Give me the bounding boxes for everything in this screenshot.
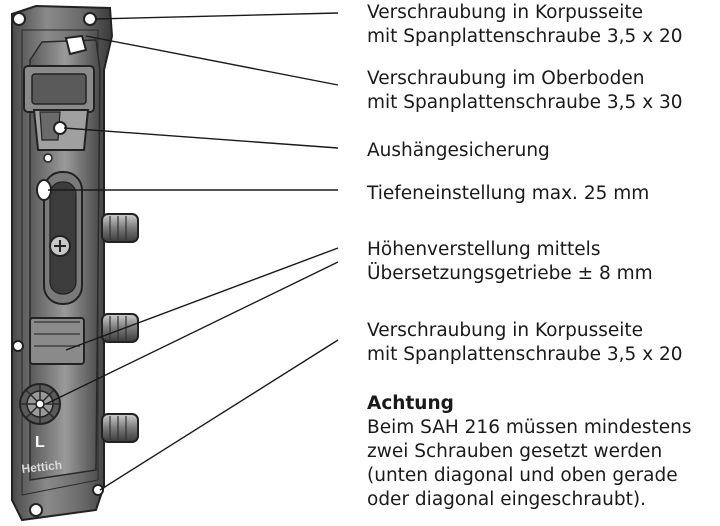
label-unhook-protection: Aushängesicherung xyxy=(367,139,550,163)
upper-peg xyxy=(101,213,139,243)
leader-line-6 xyxy=(99,339,339,491)
label-screw-side-top: Verschraubung in Korpusseite mit Spanpla… xyxy=(367,1,683,49)
note-line: zwei Schrauben gesetzt werden xyxy=(367,441,663,462)
leader-line-5b xyxy=(45,261,339,405)
gear-mechanism xyxy=(12,317,85,425)
bottom-screw-hole xyxy=(92,484,104,496)
note-line: Beim SAH 216 müssen mindestens xyxy=(367,417,692,438)
label-line: mit Spanplattenschraube 3,5 x 20 xyxy=(367,344,683,365)
leader-line-1 xyxy=(95,12,339,20)
warning-note: Achtung Beim SAH 216 müssen mindestens z… xyxy=(367,392,692,512)
middle-peg xyxy=(101,313,139,343)
lower-peg xyxy=(101,413,139,443)
leader-lines xyxy=(45,12,339,491)
leader-line-5 xyxy=(65,247,339,351)
label-line: Verschraubung in Korpusseite xyxy=(367,320,644,341)
top-slot xyxy=(64,34,88,56)
bottom-screw-hole xyxy=(29,503,43,517)
brand-logo-text: Hettich xyxy=(21,458,63,476)
leader-line-3 xyxy=(63,127,339,149)
label-line: mit Spanplattenschraube 3,5 x 20 xyxy=(367,26,683,47)
label-line: mit Spanplattenschraube 3,5 x 30 xyxy=(367,92,683,113)
upper-mechanism xyxy=(23,65,95,305)
label-line: Verschraubung in Korpusseite xyxy=(367,2,644,23)
note-title: Achtung xyxy=(367,393,454,414)
top-screw-hole xyxy=(12,12,26,26)
note-line: oder diagonal eingeschraubt). xyxy=(367,489,646,510)
label-line: Aushängesicherung xyxy=(367,140,550,161)
side-letter: L xyxy=(35,434,45,451)
label-line: Tiefeneinstellung max. 25 mm xyxy=(367,183,650,204)
leader-line-2 xyxy=(85,35,339,86)
note-line: (unten diagonal und oben gerade xyxy=(367,465,678,486)
label-depth-adjustment: Tiefeneinstellung max. 25 mm xyxy=(367,182,649,206)
label-height-adjustment: Höhenverstellung mittels Übersetzungsget… xyxy=(367,238,653,286)
label-screw-top-board: Verschraubung im Oberboden mit Spanplatt… xyxy=(367,67,683,115)
top-screw-hole xyxy=(83,12,97,26)
label-line: Höhenverstellung mittels xyxy=(367,239,601,260)
label-screw-side-bottom: Verschraubung in Korpusseite mit Spanpla… xyxy=(367,319,683,367)
label-line: Verschraubung im Oberboden xyxy=(367,68,645,89)
label-line: Übersetzungsgetriebe ± 8 mm xyxy=(367,263,653,284)
